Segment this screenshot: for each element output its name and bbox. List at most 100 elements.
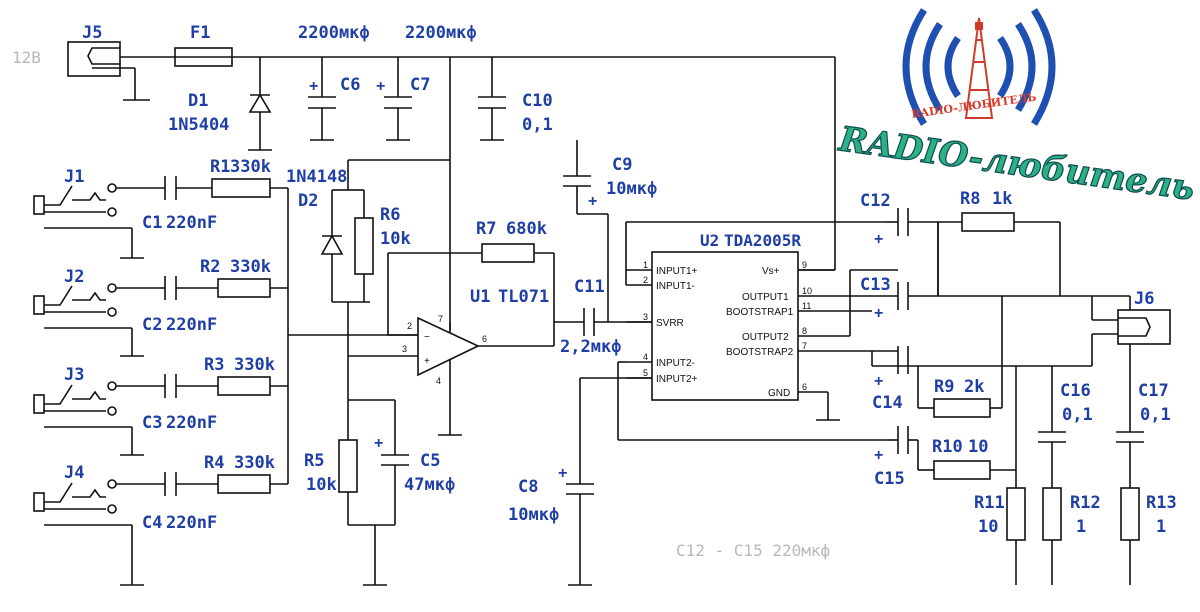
svg-text:7: 7 (438, 314, 443, 324)
svg-text:BOOTSTRAP1: BOOTSTRAP1 (726, 307, 794, 318)
r11-value: 10 (978, 517, 998, 537)
u2-ref: U2 (700, 231, 719, 250)
svg-text:6: 6 (482, 334, 487, 344)
resistor-r5: R5 10k (304, 395, 375, 526)
capacitor-c14: + C14 (871, 346, 1092, 413)
ic-u2: U2 TDA2005R 1 INPUT1+ 2 INPUT1- 3 SVRR 4… (626, 231, 872, 421)
c2-value: 220nF (166, 315, 217, 335)
capacitor-note: C12 - C15 220мкф (676, 541, 830, 560)
svg-text:4: 4 (436, 376, 441, 386)
capacitor-c7: + C7 (376, 57, 430, 141)
u1-supply-wire (347, 57, 462, 436)
svg-text:+: + (588, 193, 597, 210)
r1-value: 330k (230, 157, 271, 177)
c3-value: 220nF (166, 413, 217, 433)
capacitor-c15: + C15 (874, 426, 918, 489)
r5-value: 10k (306, 475, 337, 495)
c8-label: C8 (518, 477, 538, 497)
resistor-r10: R10 10 (917, 437, 1016, 480)
r13-value: 1 (1156, 517, 1166, 537)
c16-label: C16 (1060, 381, 1091, 401)
c7-value: 2200мкф (405, 23, 477, 43)
capacitor-c5: + C5 47мкф (348, 399, 455, 586)
r7-value: 680k (506, 219, 547, 239)
j6-label: J6 (1134, 289, 1154, 309)
c10-value: 0,1 (522, 115, 553, 135)
diode-d2: 1N4148 D2 (286, 167, 370, 303)
c1-label: C1 (142, 213, 162, 233)
r10-label: R10 (932, 437, 963, 457)
resistor-r8: R8 1k (960, 189, 1061, 296)
r4-label: R4 (204, 453, 224, 473)
svg-text:Vs+: Vs+ (762, 266, 780, 277)
j3-label: J3 (64, 365, 84, 385)
r9-label: R9 (934, 377, 954, 397)
c4-value: 220nF (166, 513, 217, 533)
svg-text:+: + (874, 447, 883, 464)
j5-label: J5 (82, 23, 102, 43)
fuse-f1: F1 (174, 23, 233, 67)
c6-label: C6 (340, 75, 360, 95)
resistor-r11: R11 10 (937, 222, 1026, 585)
c3-label: C3 (142, 413, 162, 433)
svg-text:2: 2 (643, 275, 648, 285)
resistor-r6: R6 10k (348, 189, 411, 302)
c1-value: 220nF (166, 213, 217, 233)
radio-logo: RADIO-ЛЮБИТЕЛЬ RADIO-любитель (835, 8, 1198, 209)
d2-label: D2 (298, 191, 318, 211)
svg-text:10: 10 (802, 286, 812, 296)
d1-label: D1 (188, 91, 208, 111)
svg-text:+: + (424, 356, 430, 367)
d1-type: 1N5404 (168, 115, 229, 135)
svg-text:INPUT2-: INPUT2- (656, 358, 695, 369)
svg-text:+: + (309, 78, 318, 95)
svg-text:6: 6 (802, 382, 807, 392)
c12-label: C12 (860, 191, 891, 211)
svg-text:3: 3 (643, 312, 648, 322)
r11-label: R11 (974, 493, 1005, 513)
c8-value: 10мкф (508, 505, 559, 525)
svg-text:INPUT2+: INPUT2+ (656, 374, 698, 385)
r4-value: 330k (234, 453, 275, 473)
svg-text:7: 7 (802, 341, 807, 351)
j2-label: J2 (64, 267, 84, 287)
c4-label: C4 (142, 513, 162, 533)
r3-value: 330k (234, 355, 275, 375)
r6-value: 10k (380, 229, 411, 249)
c6-value: 2200мкф (298, 23, 370, 43)
c11-value: 2,2мкф (560, 337, 621, 357)
svg-text:SVRR: SVRR (656, 318, 684, 329)
c15-label: C15 (874, 469, 905, 489)
input-channel-2: J2 R2 330k C2 220nF (33, 257, 288, 357)
input-channel-4: J4 R4 330k C4 220nF (33, 453, 288, 586)
u1-type: TL071 (498, 287, 549, 307)
r13-label: R13 (1146, 493, 1177, 513)
u2-input-wiring (617, 221, 886, 441)
connector-j5: J5 (67, 23, 150, 101)
resistor-r9: R9 2k (917, 296, 1003, 418)
svg-text:+: + (374, 435, 383, 452)
svg-text:3: 3 (402, 344, 407, 354)
svg-text:INPUT1+: INPUT1+ (656, 266, 698, 277)
c7-label: C7 (410, 75, 430, 95)
f1-label: F1 (190, 23, 210, 43)
r12-label: R12 (1070, 493, 1101, 513)
svg-text:+: + (874, 305, 883, 322)
r5-label: R5 (304, 451, 324, 471)
resistor-r12: R12 1 (1042, 487, 1101, 585)
capacitor-c8: + C8 10мкф (508, 377, 652, 586)
svg-text:+: + (874, 373, 883, 390)
r12-value: 1 (1076, 517, 1086, 537)
c5-value: 47мкф (404, 475, 455, 495)
svg-text:GND: GND (768, 388, 790, 399)
svg-text:OUTPUT2: OUTPUT2 (742, 332, 789, 343)
c14-label: C14 (872, 393, 903, 413)
c2-label: C2 (142, 315, 162, 335)
r3-label: R3 (204, 355, 224, 375)
capacitor-c10: C10 0,1 (478, 57, 553, 141)
svg-text:+: + (874, 231, 883, 248)
opamp-u1: − + 2 3 7 4 6 U1 TL071 (348, 287, 554, 386)
capacitor-c9: + C9 10мкф (563, 140, 657, 322)
svg-text:INPUT1-: INPUT1- (656, 281, 695, 292)
r2-label: R2 (200, 257, 220, 277)
